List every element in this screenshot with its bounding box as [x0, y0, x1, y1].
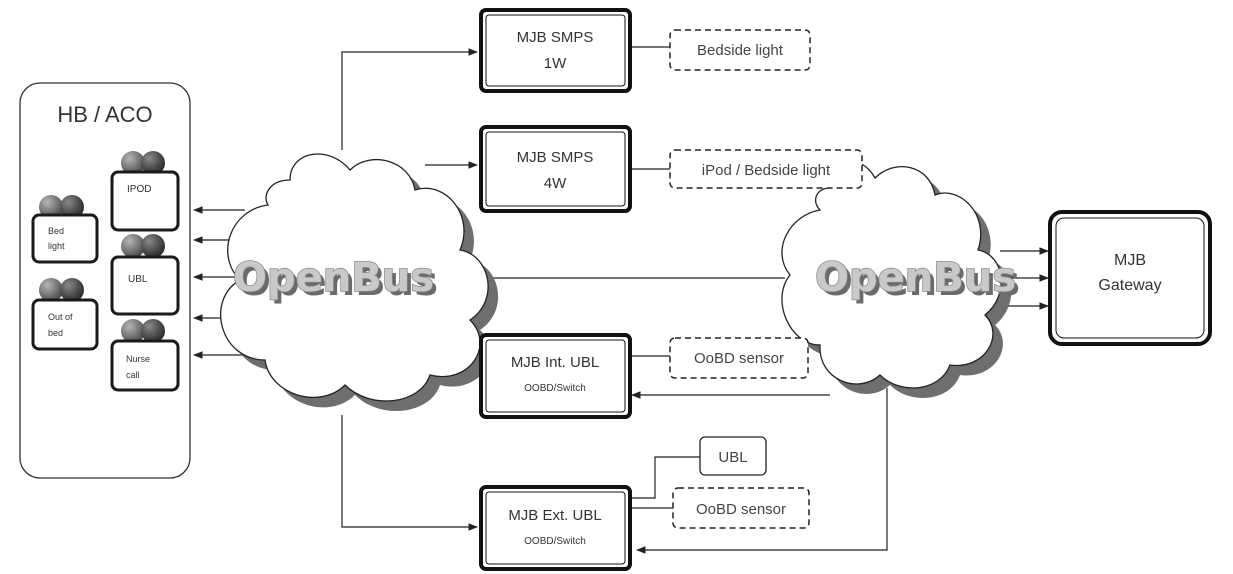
- device-nurse-call-label-2: call: [126, 370, 140, 380]
- module-ext-ubl: MJB Ext. UBL OOBD/Switch: [479, 485, 632, 571]
- device-out-of-bed-label-1: Out of: [48, 312, 73, 322]
- smps-1w-power: 1W: [544, 55, 567, 72]
- device-nurse-call-label-1: Nurse: [126, 354, 150, 364]
- peripheral-oobd-sensor-int: OoBD sensor: [669, 337, 809, 379]
- device-out-of-bed: Out of bed: [31, 278, 99, 351]
- peripheral-bedside-light: Bedside light: [669, 29, 811, 71]
- oobd-sensor-ext-label: OoBD sensor: [696, 501, 786, 518]
- module-smps-4w: MJB SMPS 4W: [479, 125, 632, 213]
- peripheral-ipod-bedside-light: iPod / Bedside light: [669, 149, 863, 189]
- gateway-title: MJB: [1114, 252, 1146, 269]
- int-ubl-title: MJB Int. UBL: [511, 354, 599, 371]
- module-int-ubl: MJB Int. UBL OOBD/Switch: [479, 333, 632, 419]
- peripheral-ubl: UBL: [699, 436, 767, 476]
- device-nurse-call: Nurse call: [110, 319, 180, 392]
- openbus-right-shadow: OpenBus: [819, 259, 1020, 305]
- device-ipod-label: IPOD: [127, 184, 151, 195]
- device-ubl: UBL: [110, 234, 180, 316]
- connection-lines: [341, 46, 1049, 554]
- smps-4w-title: MJB SMPS: [517, 149, 594, 166]
- device-bed-light: Bed light: [31, 195, 99, 264]
- ubl-peripheral-label: UBL: [718, 449, 747, 466]
- openbus-cloud-left: OpenBus OpenBus: [220, 153, 499, 412]
- device-out-of-bed-label-2: bed: [48, 328, 63, 338]
- smps-4w-power: 4W: [544, 175, 567, 192]
- ipod-bedside-light-label: iPod / Bedside light: [702, 162, 831, 179]
- ext-ubl-subtitle: OOBD/Switch: [524, 536, 586, 547]
- device-ubl-label: UBL: [128, 274, 148, 285]
- oobd-sensor-int-label: OoBD sensor: [694, 350, 784, 367]
- module-gateway: MJB Gateway: [1048, 210, 1212, 346]
- ext-ubl-title: MJB Ext. UBL: [508, 507, 601, 524]
- gateway-subtitle: Gateway: [1098, 277, 1161, 294]
- openbus-left-label: OpenBus: [233, 255, 434, 301]
- device-bed-light-label-2: light: [48, 241, 65, 251]
- device-ipod: IPOD: [110, 151, 180, 232]
- openbus-right-label: OpenBus: [815, 255, 1016, 301]
- int-ubl-subtitle: OOBD/Switch: [524, 383, 586, 394]
- device-bed-light-label-1: Bed: [48, 226, 64, 236]
- peripheral-oobd-sensor-ext: OoBD sensor: [672, 487, 810, 529]
- panel-title: HB / ACO: [57, 102, 152, 127]
- smps-1w-title: MJB SMPS: [517, 29, 594, 46]
- bedside-light-label: Bedside light: [697, 42, 784, 59]
- module-smps-1w: MJB SMPS 1W: [479, 8, 632, 93]
- openbus-cloud-right: OpenBus OpenBus: [781, 160, 1020, 398]
- openbus-left-shadow: OpenBus: [237, 259, 438, 305]
